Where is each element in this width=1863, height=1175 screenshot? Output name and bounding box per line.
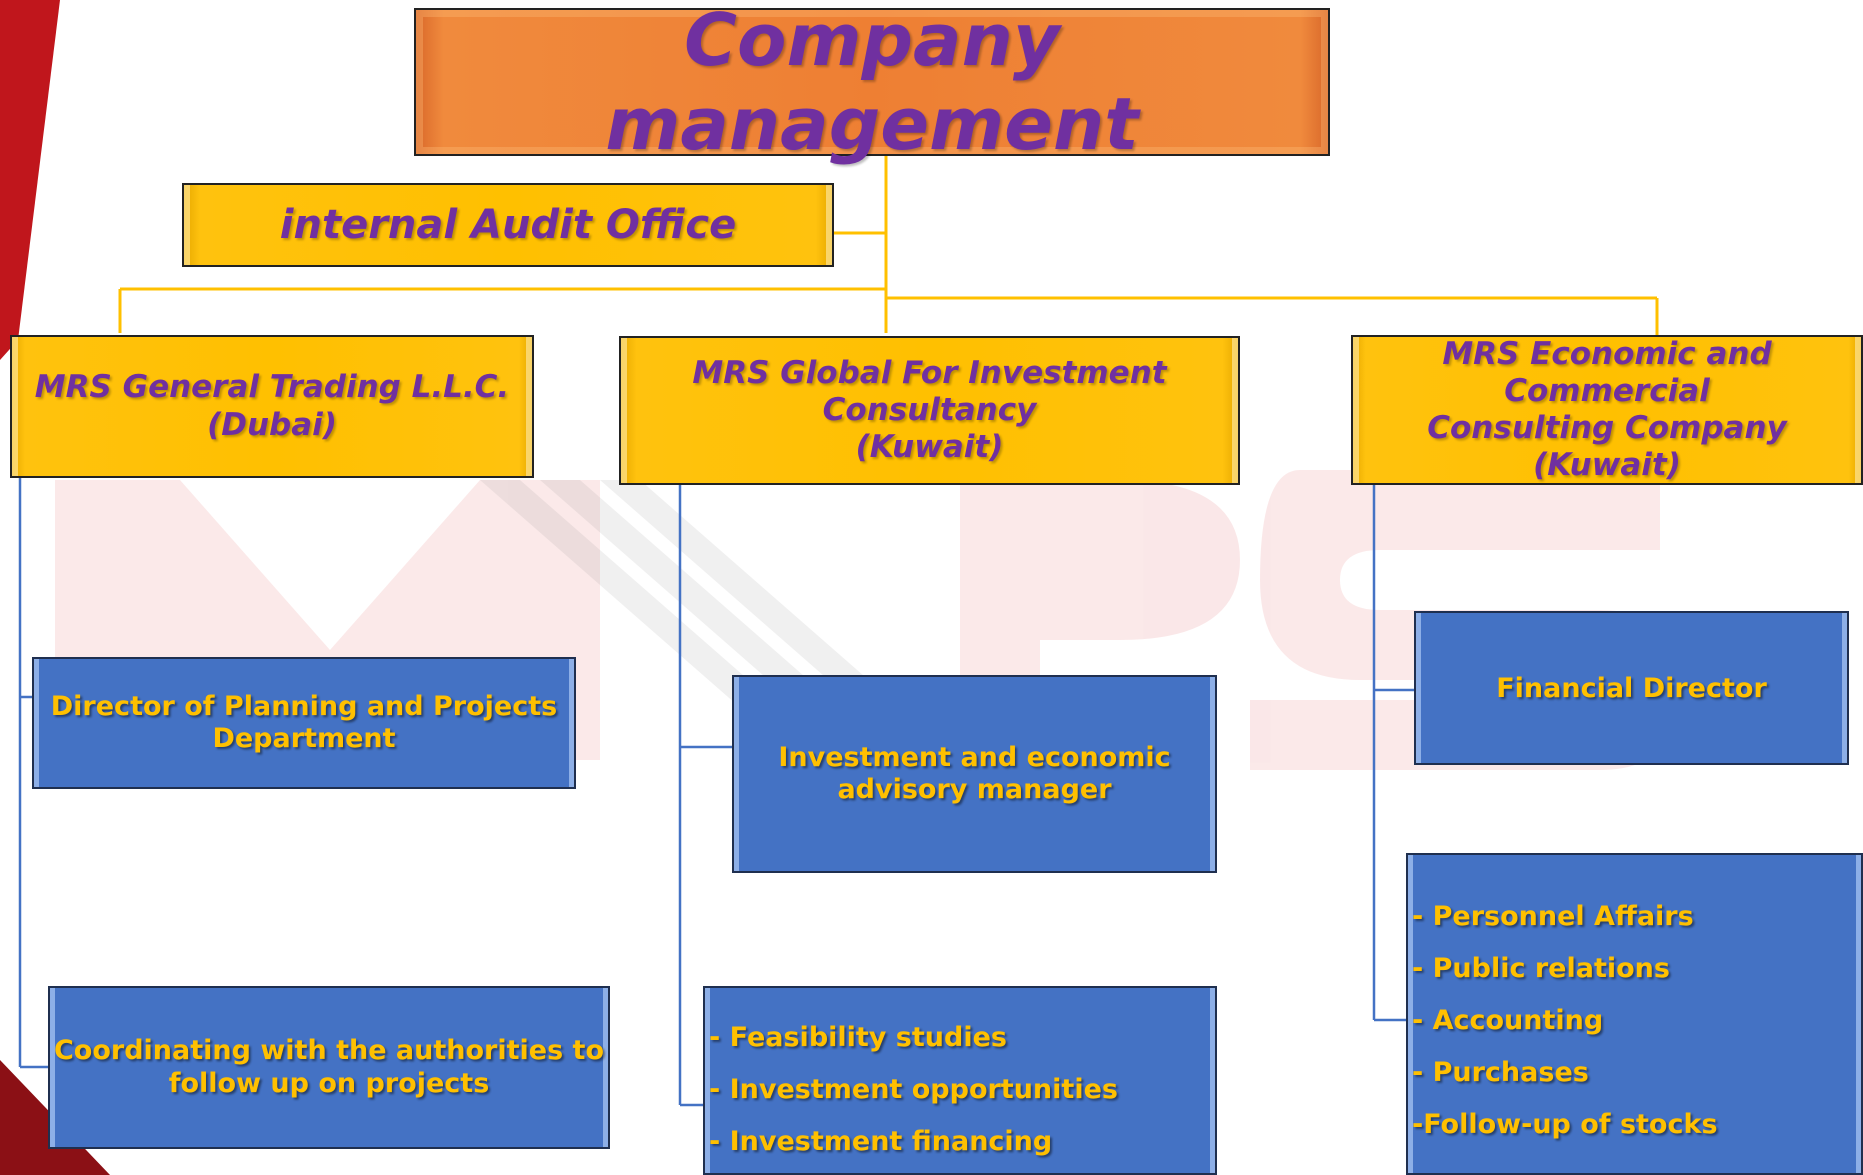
list-item: - Personnel Affairs — [1412, 901, 1694, 932]
investment-services-list: - Feasibility studies - Investment oppor… — [709, 1012, 1118, 1168]
investment-advisory-manager-box: Investment and economic advisory manager — [732, 675, 1217, 873]
administrative-functions-list: - Personnel Affairs - Public relations -… — [1412, 891, 1718, 1151]
financial-director-label: Financial Director — [1496, 672, 1767, 704]
label-line: Director of Planning and Projects — [50, 690, 558, 722]
label-line: follow up on projects — [168, 1067, 490, 1099]
company-location: (Dubai) — [207, 406, 337, 443]
company-name-dubai: MRS General Trading L.L.C. (Dubai) — [35, 369, 509, 443]
investment-advisory-manager-label: Investment and economic advisory manager — [778, 742, 1170, 807]
internal-audit-office-box: internal Audit Office — [182, 183, 834, 267]
company-name-line: MRS Economic and Commercial — [1442, 335, 1772, 409]
list-item: -Follow-up of stocks — [1412, 1109, 1718, 1140]
administrative-functions-box: - Personnel Affairs - Public relations -… — [1406, 853, 1863, 1175]
top-left-red-accent — [0, 0, 60, 360]
list-item: - Feasibility studies — [709, 1022, 1007, 1053]
financial-director-box: Financial Director — [1414, 611, 1849, 765]
label-line: advisory manager — [837, 774, 1112, 805]
coordinating-authorities-label: Coordinating with the authorities to fol… — [54, 1035, 604, 1100]
company-name-economic-commercial: MRS Economic and Commercial Consulting C… — [1353, 336, 1861, 485]
label-line: Investment and economic — [778, 741, 1171, 773]
list-item: - Investment financing — [709, 1126, 1053, 1157]
list-item: - Purchases — [1412, 1057, 1589, 1088]
company-management-box: Company management — [414, 0, 1330, 166]
company-management-title: Company management — [605, 0, 1139, 166]
company-name-global-investment: MRS Global For Investment Consultancy (K… — [692, 355, 1166, 467]
company-box-economic-commercial: MRS Economic and Commercial Consulting C… — [1351, 335, 1863, 485]
company-name-line: Consultancy — [822, 391, 1037, 428]
director-planning-projects-label: Director of Planning and Projects Depart… — [51, 691, 557, 756]
company-location: (Kuwait) — [855, 429, 1004, 466]
company-name-line: Consulting Company — [1427, 410, 1787, 446]
investment-services-box: - Feasibility studies - Investment oppor… — [703, 986, 1217, 1175]
coordinating-authorities-box: Coordinating with the authorities to fol… — [48, 986, 610, 1149]
company-location: (Kuwait) — [1533, 447, 1681, 484]
company-name-line: MRS General Trading L.L.C. — [34, 369, 510, 406]
list-item: - Accounting — [1412, 1005, 1604, 1036]
label-line: Department — [212, 723, 396, 754]
company-box-global-investment: MRS Global For Investment Consultancy (K… — [619, 336, 1240, 485]
list-item: - Public relations — [1412, 953, 1670, 984]
company-box-dubai: MRS General Trading L.L.C. (Dubai) — [10, 335, 534, 478]
list-item: - Investment opportunities — [709, 1074, 1118, 1105]
internal-audit-office-label: internal Audit Office — [279, 202, 737, 248]
director-planning-projects-box: Director of Planning and Projects Depart… — [32, 657, 576, 789]
label-line: Coordinating with the authorities to — [53, 1035, 605, 1067]
company-name-line: MRS Global For Investment — [692, 354, 1167, 391]
